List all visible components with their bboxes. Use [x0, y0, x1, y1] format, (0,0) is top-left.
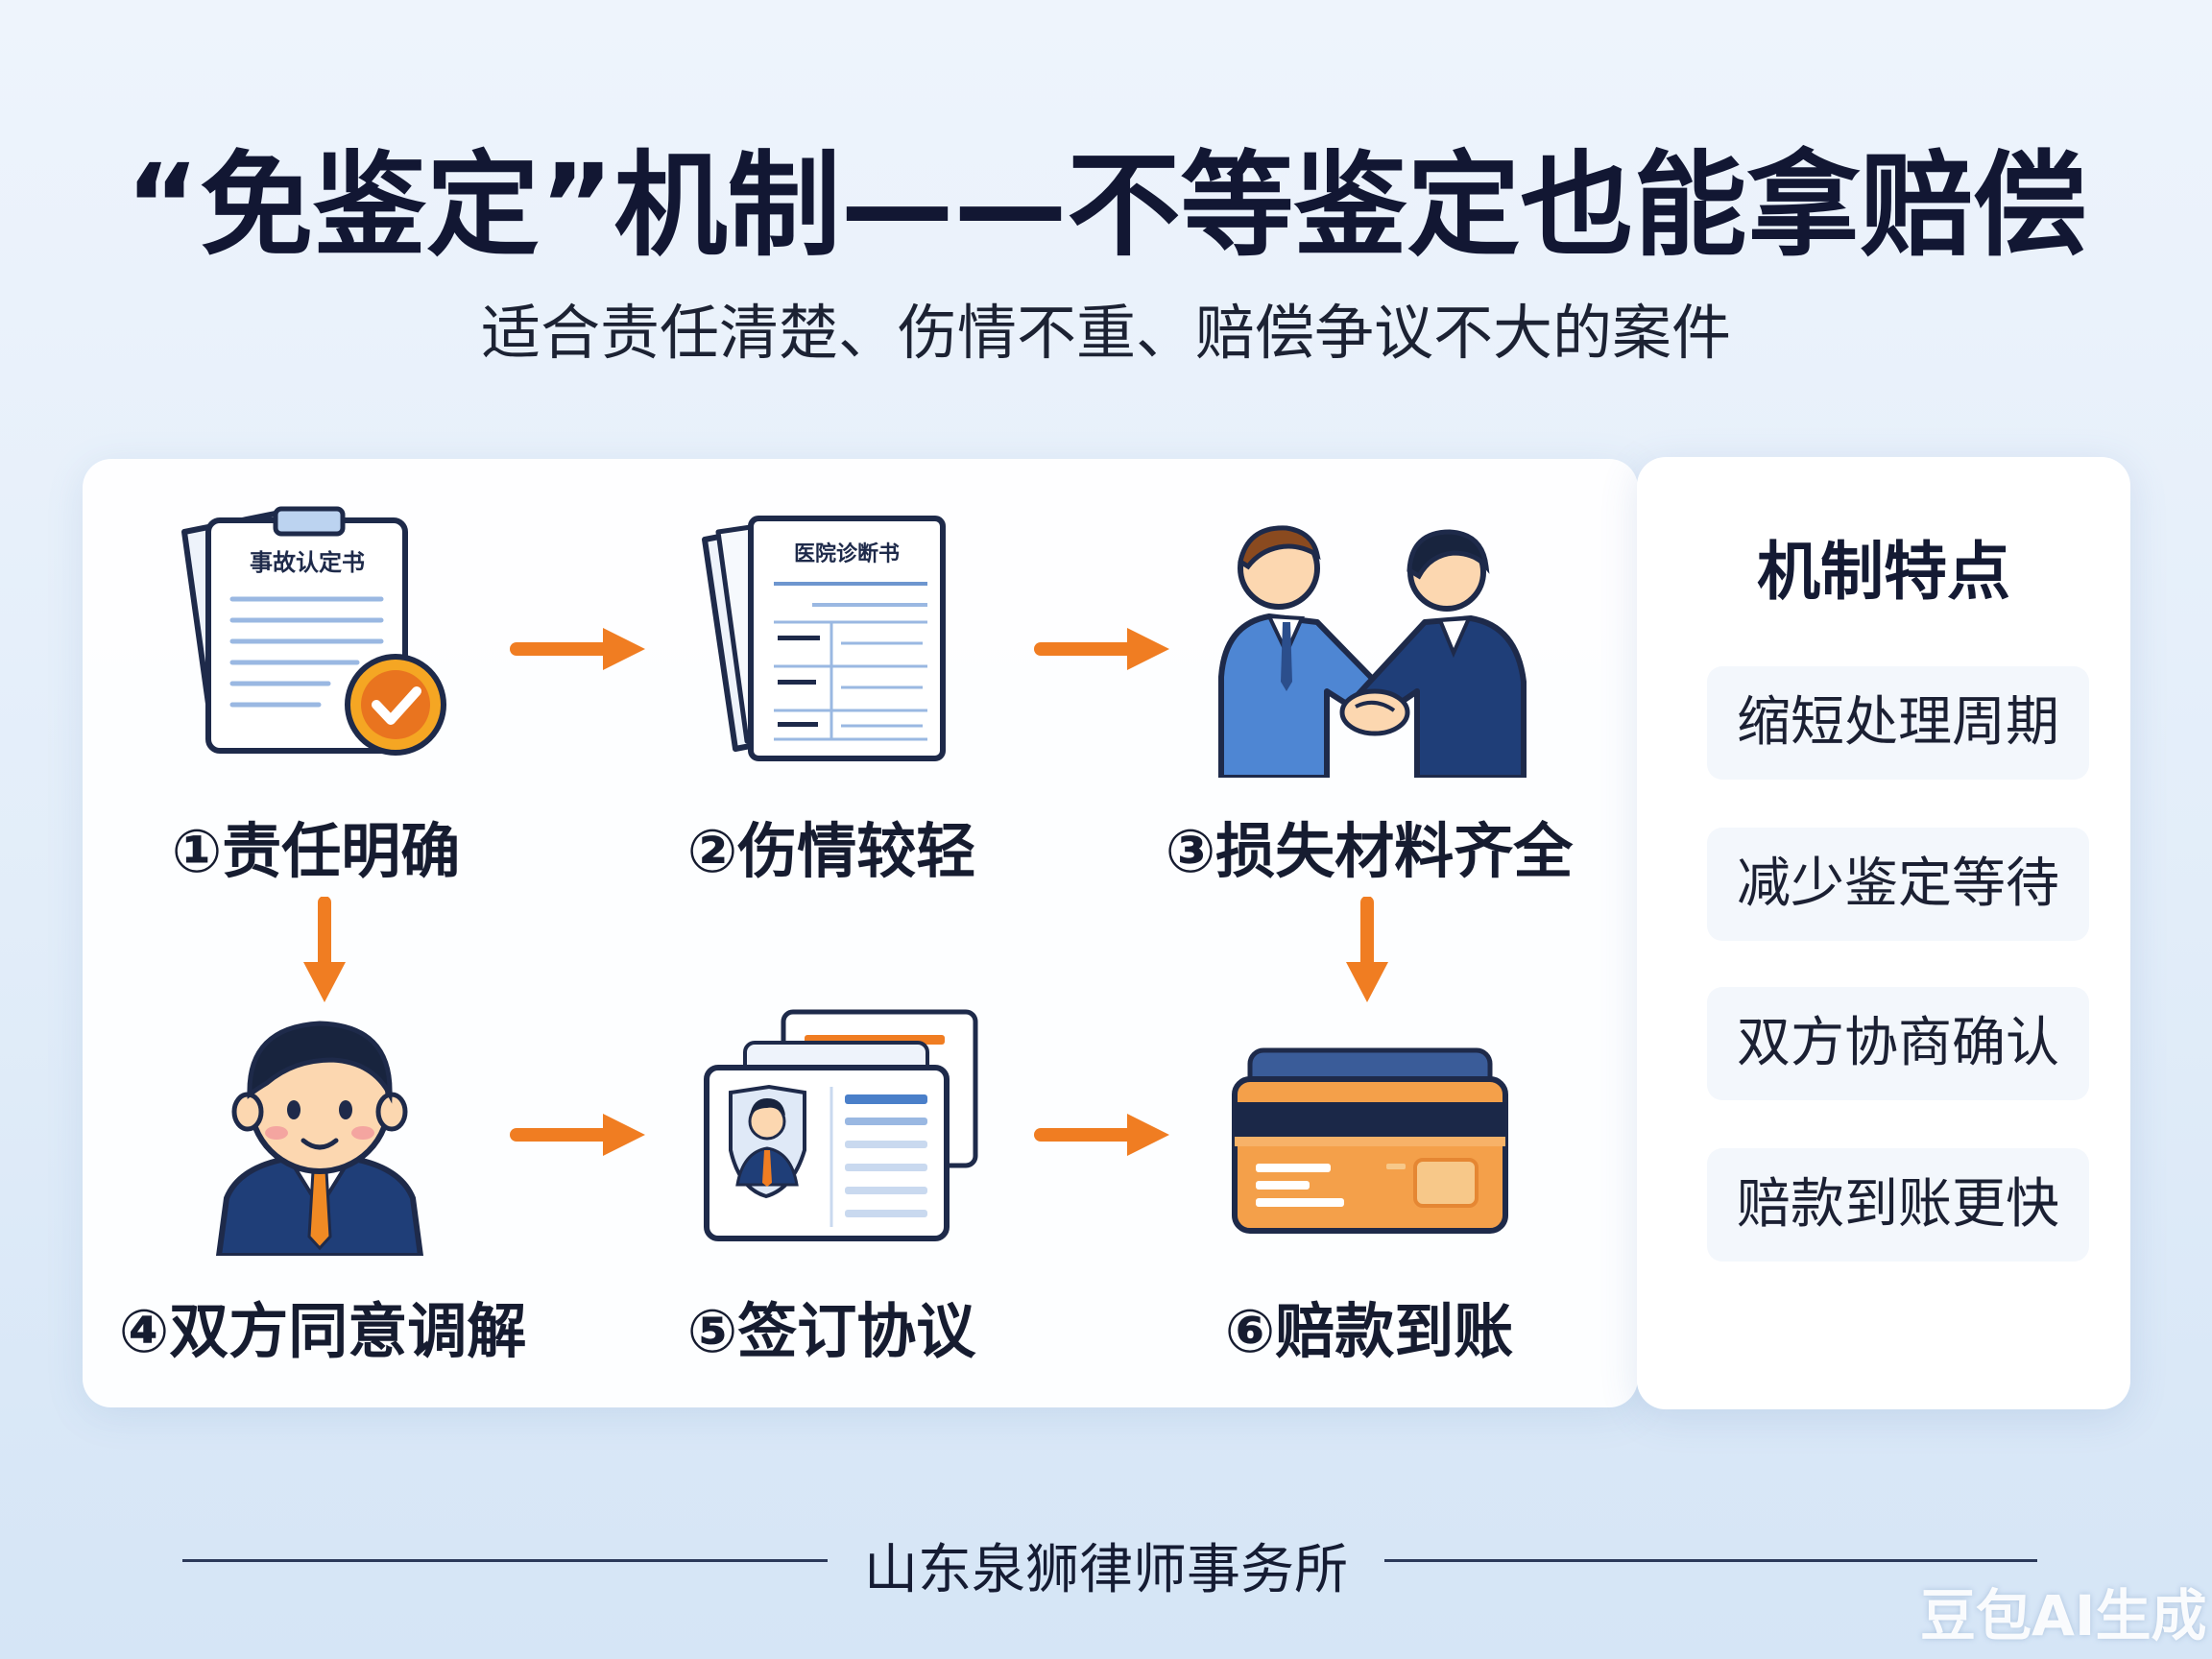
page-subtitle: 适合责任清楚、伤情不重、赔偿争议不大的案件: [480, 298, 1731, 368]
step-label: ⑥赔款到账: [1224, 1296, 1514, 1366]
features-card: 机制特点 缩短处理周期 减少鉴定等待 双方协商确认 赔款到账更快: [1637, 457, 2130, 1409]
feature-item: 双方协商确认: [1707, 987, 2089, 1100]
process-card: 事故认定书 ①责任明确 医院诊断书: [83, 459, 1638, 1407]
page-title: “免鉴定”机制——不等鉴定也能拿赔偿: [125, 139, 2087, 272]
step-label: ②伤情较轻: [686, 816, 976, 886]
step-label: ③损失材料齐全: [1165, 816, 1574, 886]
step-label: ④双方同意调解: [118, 1296, 527, 1366]
footer-firm-name: 山东泉狮律师事务所: [864, 1539, 1348, 1601]
feature-item: 赔款到账更快: [1707, 1148, 2089, 1262]
features-title: 机制特点: [1757, 535, 2010, 609]
medical-diagnosis-icon: 医院诊断书: [702, 516, 946, 761]
bank-card-icon: [1232, 1047, 1508, 1234]
svg-text:事故认定书: 事故认定书: [250, 549, 365, 576]
arrow-down-icon: [1346, 897, 1388, 1002]
arrow-right-icon: [1034, 628, 1169, 670]
arrow-right-icon: [1034, 1114, 1169, 1156]
person-icon: [215, 1021, 424, 1256]
arrow-right-icon: [510, 1114, 645, 1156]
accident-report-check-icon: 事故认定书: [181, 506, 446, 756]
agreement-id-card-icon: [704, 1009, 978, 1241]
footer-divider-left: [182, 1559, 828, 1562]
watermark: 豆包AI生成: [1920, 1583, 2207, 1648]
arrow-right-icon: [510, 628, 645, 670]
step-label: ⑤签订协议: [686, 1296, 976, 1366]
arrow-down-icon: [303, 897, 346, 1002]
feature-item: 减少鉴定等待: [1707, 828, 2089, 941]
handshake-icon: [1218, 525, 1527, 778]
svg-text:医院诊断书: 医院诊断书: [794, 541, 900, 566]
footer-divider-right: [1384, 1559, 2037, 1562]
feature-item: 缩短处理周期: [1707, 666, 2089, 780]
step-label: ①责任明确: [171, 816, 461, 886]
